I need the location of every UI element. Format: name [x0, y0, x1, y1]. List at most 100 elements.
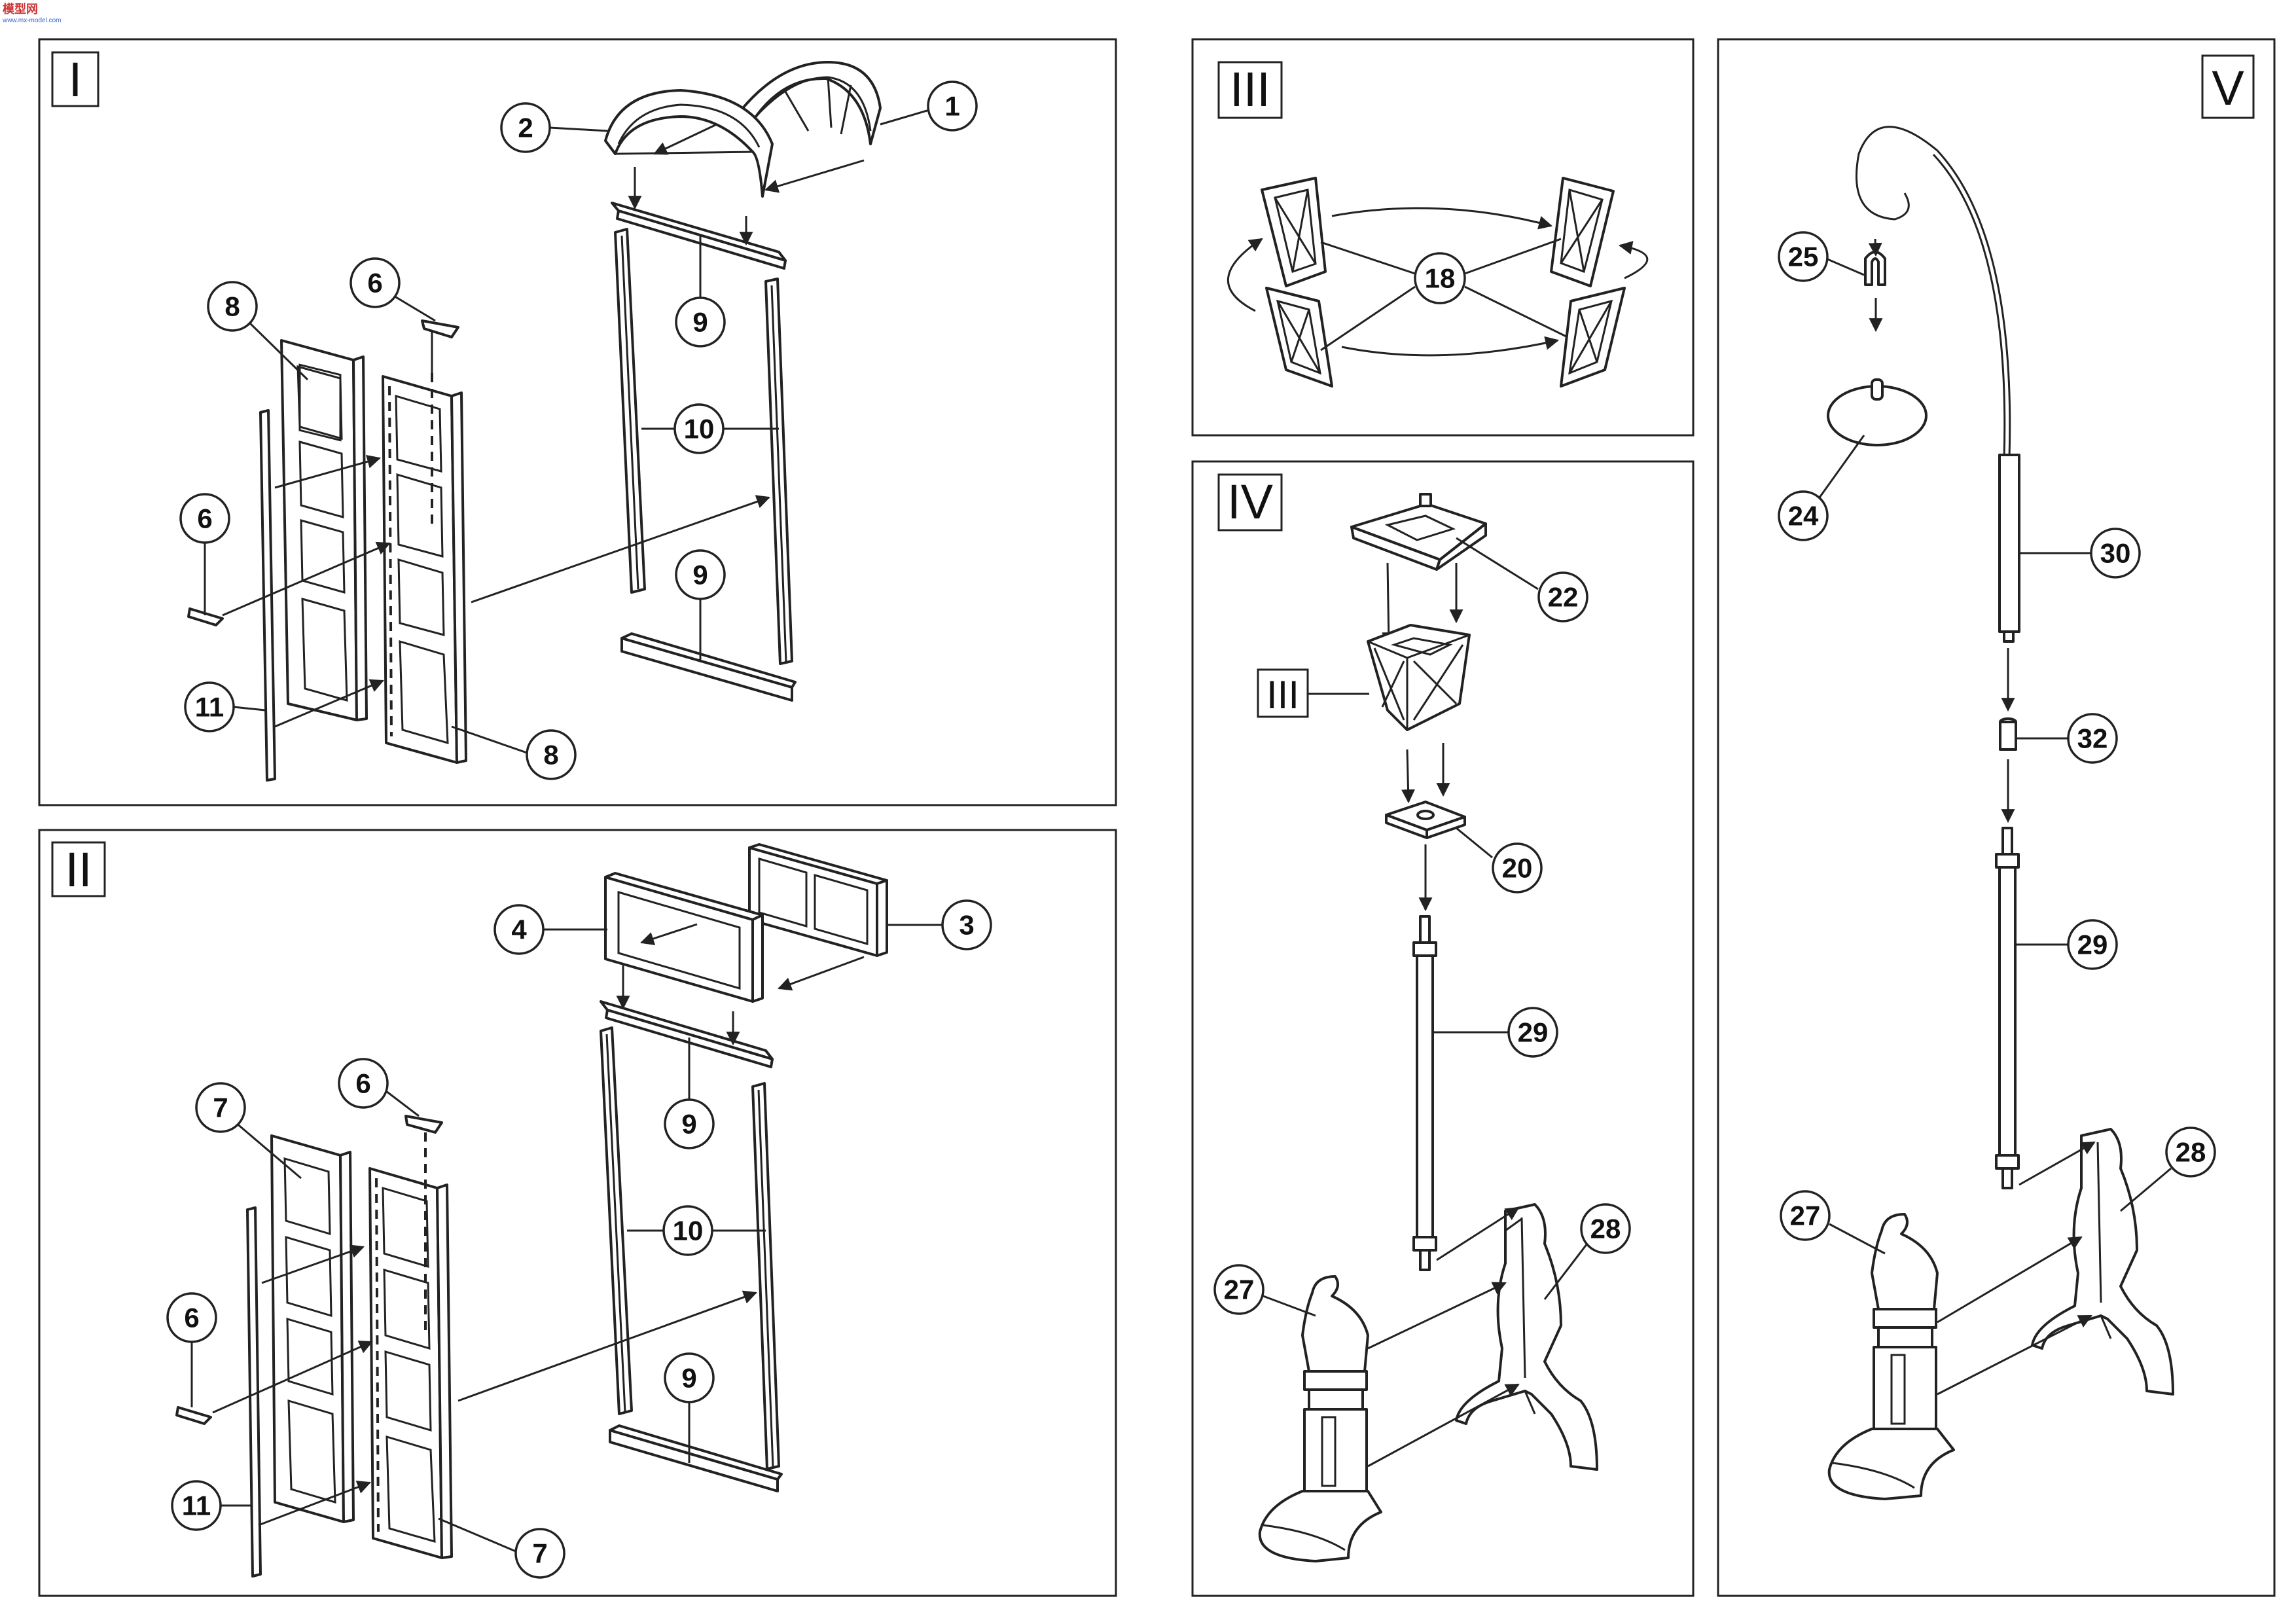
- svg-text:6: 6: [197, 503, 212, 534]
- svg-text:6: 6: [184, 1303, 199, 1333]
- panel-label: II: [65, 842, 92, 897]
- svg-text:6: 6: [355, 1068, 370, 1099]
- callout-20: 20: [1492, 842, 1543, 893]
- lamp-base-front-part: [1827, 1213, 1955, 1500]
- callout-11: 11: [184, 681, 235, 732]
- lantern-pane-bottom-left-part: [1265, 287, 1333, 388]
- svg-text:27: 27: [1790, 1200, 1821, 1231]
- svg-text:30: 30: [2100, 538, 2131, 569]
- callout-30: 30: [2090, 528, 2141, 579]
- callout-27: 27: [1213, 1264, 1265, 1315]
- svg-text:7: 7: [532, 1538, 547, 1569]
- svg-text:2: 2: [518, 113, 533, 143]
- svg-text:29: 29: [1518, 1017, 1549, 1048]
- door-leaf-right-part: [382, 375, 467, 764]
- callout-4: 4: [493, 904, 545, 955]
- panel-label: I: [69, 52, 82, 107]
- lamp-post-part: [1412, 915, 1437, 1271]
- watermark-logo: 模型网 www.mx-model.com: [2, 2, 61, 24]
- svg-text:模型网: 模型网: [3, 2, 38, 16]
- panel-4: IV III: [1191, 460, 1695, 1597]
- callout-27: 27: [1780, 1190, 1831, 1241]
- callout-29: 29: [1507, 1007, 1558, 1058]
- callout-6-top: 6: [338, 1058, 389, 1109]
- svg-text:27: 27: [1224, 1274, 1255, 1305]
- lantern-pane-bottom-right-part: [1560, 287, 1626, 388]
- callout-29: 29: [2067, 919, 2118, 970]
- panel-label: V: [2212, 61, 2244, 115]
- transom-two-pane-part: [748, 843, 888, 957]
- svg-text:1: 1: [944, 91, 960, 122]
- lamp-base-front-part: [1258, 1275, 1382, 1562]
- svg-text:9: 9: [692, 560, 708, 590]
- callout-32: 32: [2067, 713, 2118, 764]
- callout-18: 18: [1414, 252, 1466, 304]
- callout-1: 1: [927, 81, 978, 132]
- connector-sleeve-part: [1999, 717, 2017, 751]
- svg-text:24: 24: [1788, 501, 1819, 532]
- arch-frame-part: [604, 89, 774, 198]
- callout-11: 11: [171, 1480, 222, 1531]
- callout-6-top: 6: [350, 257, 401, 308]
- callout-10: 10: [662, 1205, 713, 1256]
- svg-text:11: 11: [182, 1490, 211, 1521]
- callout-22: 22: [1537, 571, 1588, 623]
- callout-9: 9: [664, 1098, 715, 1149]
- svg-text:8: 8: [543, 740, 558, 770]
- svg-text:www.mx-model.com: www.mx-model.com: [2, 17, 61, 24]
- door-leaf-left-part: [270, 1134, 355, 1523]
- callout-9-sill: 9: [664, 1352, 715, 1403]
- callout-9: 9: [675, 297, 726, 348]
- panel-3: III: [1191, 38, 1695, 437]
- svg-text:10: 10: [673, 1216, 704, 1246]
- svg-text:32: 32: [2077, 723, 2108, 754]
- callout-3: 3: [941, 899, 992, 950]
- svg-text:3: 3: [959, 910, 974, 941]
- lamp-shade-part: [1827, 378, 1928, 446]
- svg-text:9: 9: [692, 307, 708, 338]
- svg-text:9: 9: [681, 1109, 696, 1140]
- svg-text:28: 28: [2176, 1137, 2206, 1168]
- callout-6-left: 6: [166, 1292, 217, 1343]
- panel-label: III: [1230, 62, 1270, 117]
- lamp-base-back-part: [1455, 1203, 1598, 1471]
- arch-fanlight-part: [742, 61, 882, 145]
- svg-text:4: 4: [511, 914, 527, 945]
- lantern-base-plate-part: [1385, 801, 1466, 839]
- svg-text:8: 8: [224, 291, 240, 322]
- callout-7-bottom: 7: [514, 1528, 565, 1579]
- callout-6-left: 6: [179, 493, 230, 544]
- callout-28: 28: [1580, 1203, 1631, 1254]
- panel-1: I: [38, 38, 1117, 806]
- svg-text:11: 11: [195, 692, 224, 723]
- lantern-roof-part: [1350, 493, 1487, 571]
- callout-10: 10: [673, 403, 725, 454]
- svg-text:25: 25: [1788, 242, 1819, 272]
- lamp-post-part: [1995, 827, 2020, 1189]
- sub-assembly-label: III: [1266, 673, 1299, 717]
- callout-28: 28: [2165, 1127, 2216, 1178]
- svg-text:18: 18: [1425, 263, 1456, 294]
- callout-2: 2: [500, 102, 551, 153]
- svg-text:28: 28: [1590, 1214, 1621, 1244]
- panel-5: V: [1717, 38, 2276, 1597]
- svg-text:6: 6: [367, 268, 382, 298]
- svg-text:22: 22: [1548, 582, 1579, 613]
- callout-9-sill: 9: [675, 549, 726, 600]
- callout-25: 25: [1778, 231, 1829, 282]
- hook-arm-part: [1856, 126, 2020, 643]
- svg-text:9: 9: [681, 1363, 696, 1394]
- lantern-body-part: [1367, 624, 1471, 731]
- transom-single-part: [604, 872, 764, 1003]
- panel-2: II: [38, 829, 1117, 1597]
- lantern-pane-top-left-part: [1261, 177, 1327, 287]
- svg-text:20: 20: [1502, 853, 1533, 884]
- lamp-base-back-part: [2031, 1128, 2174, 1396]
- door-leaf-right-part: [368, 1167, 453, 1559]
- panel-label: IV: [1227, 475, 1274, 529]
- door-leaf-left-part: [280, 339, 368, 721]
- callout-7-top: 7: [195, 1082, 246, 1133]
- svg-text:7: 7: [213, 1092, 228, 1123]
- lantern-pane-top-right-part: [1550, 177, 1615, 287]
